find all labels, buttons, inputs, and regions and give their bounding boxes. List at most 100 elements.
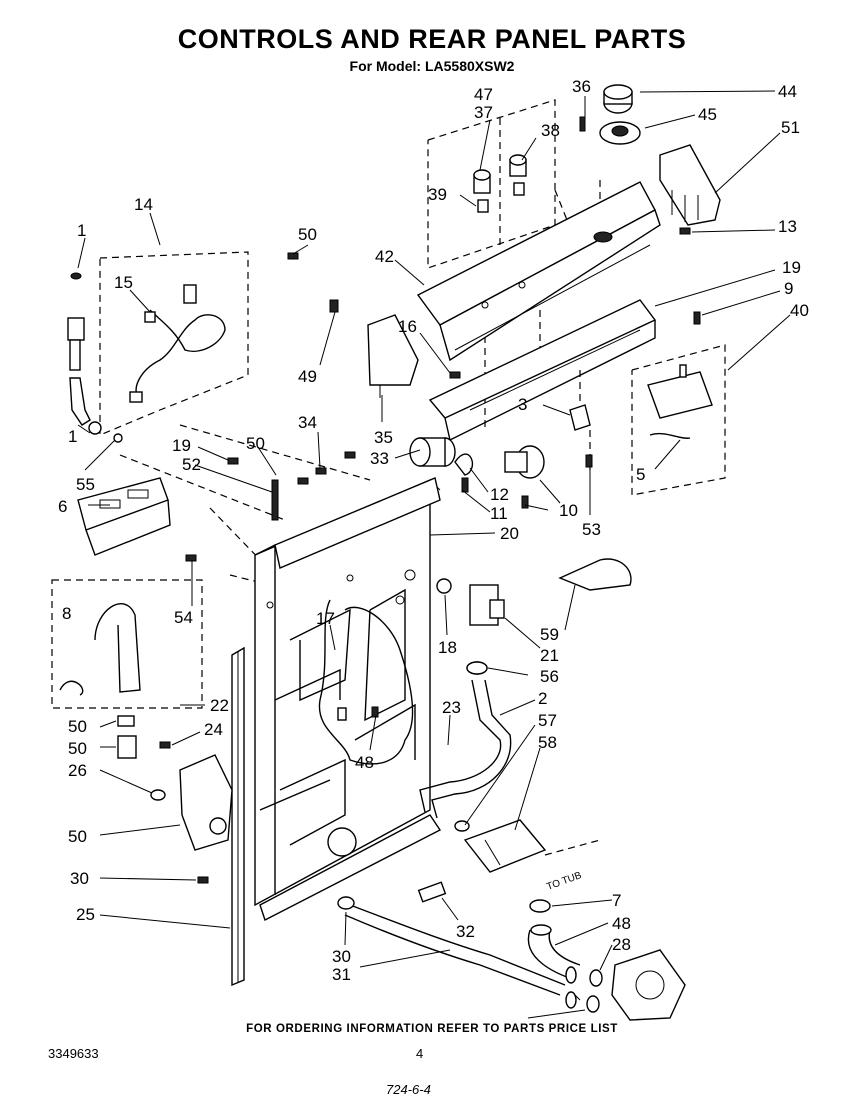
callout: 52 <box>182 455 201 474</box>
callout: 40 <box>790 301 809 320</box>
end-cap-16 <box>367 314 419 398</box>
dial-45 <box>599 121 641 145</box>
knob-38 <box>509 154 527 196</box>
motor-12 <box>504 445 545 479</box>
fittings-57-58 <box>117 715 166 801</box>
callout: 31 <box>332 965 351 984</box>
document-number: 3349633 <box>48 1046 99 1061</box>
callout: 23 <box>442 698 461 717</box>
leader-lines <box>77 90 791 1019</box>
callout: 53 <box>582 520 601 539</box>
callout: 35 <box>374 428 393 447</box>
switch-51 <box>659 144 721 226</box>
drain-hose-28 <box>337 896 566 996</box>
inlet-hose-3 <box>67 272 123 443</box>
callout: 55 <box>76 475 95 494</box>
callout: 56 <box>540 667 559 686</box>
group-box-8 <box>51 579 203 709</box>
callout: 42 <box>375 247 394 266</box>
bracket-59 <box>558 558 632 591</box>
clip-25 <box>417 881 447 903</box>
pump-bracket-26 <box>179 754 233 851</box>
callout: 10 <box>559 501 578 520</box>
timer-9 <box>647 364 713 439</box>
callout: 50 <box>298 225 317 244</box>
callout: 54 <box>174 608 193 627</box>
callout: 25 <box>76 905 95 924</box>
callout: 13 <box>778 217 797 236</box>
callout: 6 <box>58 497 67 516</box>
callout: 38 <box>541 121 560 140</box>
callout: 48 <box>355 753 374 772</box>
group-box-14 <box>99 251 249 436</box>
page-title: CONTROLS AND REAR PANEL PARTS <box>177 24 687 54</box>
callout: 50 <box>68 827 87 846</box>
callout: 1 <box>68 427 77 446</box>
callout: 20 <box>500 524 519 543</box>
callout: 9 <box>784 279 793 298</box>
callout: 3 <box>518 395 527 414</box>
callout: 22 <box>210 696 229 715</box>
callout: 37 <box>474 103 493 122</box>
console-bracket-13 <box>428 299 657 442</box>
callout: 44 <box>778 82 797 101</box>
callout: 50 <box>68 717 87 736</box>
callout: 36 <box>572 77 591 96</box>
callout: 47 <box>474 85 493 104</box>
callout: 50 <box>246 434 265 453</box>
callout: 50 <box>68 739 87 758</box>
callout: 32 <box>456 922 475 941</box>
callout: 34 <box>298 413 317 432</box>
switch-35 <box>569 404 591 431</box>
callout: 2 <box>538 689 547 708</box>
callout: 16 <box>398 317 417 336</box>
to-tub-annotation: TO TUB <box>545 870 583 893</box>
power-cord-15 <box>129 284 226 403</box>
side-rail-7 <box>231 646 245 987</box>
callout: 7 <box>612 891 621 910</box>
console-39 <box>416 181 661 362</box>
callout: 24 <box>204 720 223 739</box>
rear-panel <box>254 477 442 921</box>
callout: 19 <box>172 436 191 455</box>
callout: 17 <box>316 609 335 628</box>
page-number: 4 <box>416 1046 424 1061</box>
callout: 51 <box>781 118 800 137</box>
callout: 1 <box>77 221 86 240</box>
callout-labels: 1 14 15 50 47 37 36 44 38 45 51 39 42 13… <box>58 77 809 984</box>
support-24 <box>454 819 547 873</box>
callout: 30 <box>332 947 351 966</box>
tub-hose-32 <box>527 899 686 1021</box>
callout: 12 <box>490 485 509 504</box>
callout: 8 <box>62 604 71 623</box>
strap-33 <box>454 453 474 476</box>
handwritten-note: 724-6-4 <box>386 1082 431 1097</box>
callout: 49 <box>298 367 317 386</box>
drain-hose-56 <box>59 603 141 696</box>
callout: 39 <box>428 185 447 204</box>
callout: 33 <box>370 449 389 468</box>
callout: 28 <box>612 935 631 954</box>
group-box-9 <box>631 344 726 496</box>
callout: 26 <box>68 761 87 780</box>
callout: 30 <box>70 869 89 888</box>
ordering-footer: FOR ORDERING INFORMATION REFER TO PARTS … <box>246 1023 618 1035</box>
water-valve-18 <box>436 578 505 626</box>
callout: 57 <box>538 711 557 730</box>
callout: 19 <box>782 258 801 277</box>
bracket-53 <box>77 477 171 556</box>
callout: 15 <box>114 273 133 292</box>
callout: 58 <box>538 733 557 752</box>
callout: 48 <box>612 914 631 933</box>
alignment-lines <box>119 180 601 856</box>
callout: 18 <box>438 638 457 657</box>
model-subtitle: For Model: LA5580XSW2 <box>349 58 515 74</box>
knob-37 <box>473 169 491 213</box>
callout: 5 <box>636 465 645 484</box>
knob-44 <box>603 84 633 114</box>
callout: 59 <box>540 625 559 644</box>
callout: 14 <box>134 195 153 214</box>
callout: 21 <box>540 646 559 665</box>
fill-hose-22 <box>419 661 512 819</box>
